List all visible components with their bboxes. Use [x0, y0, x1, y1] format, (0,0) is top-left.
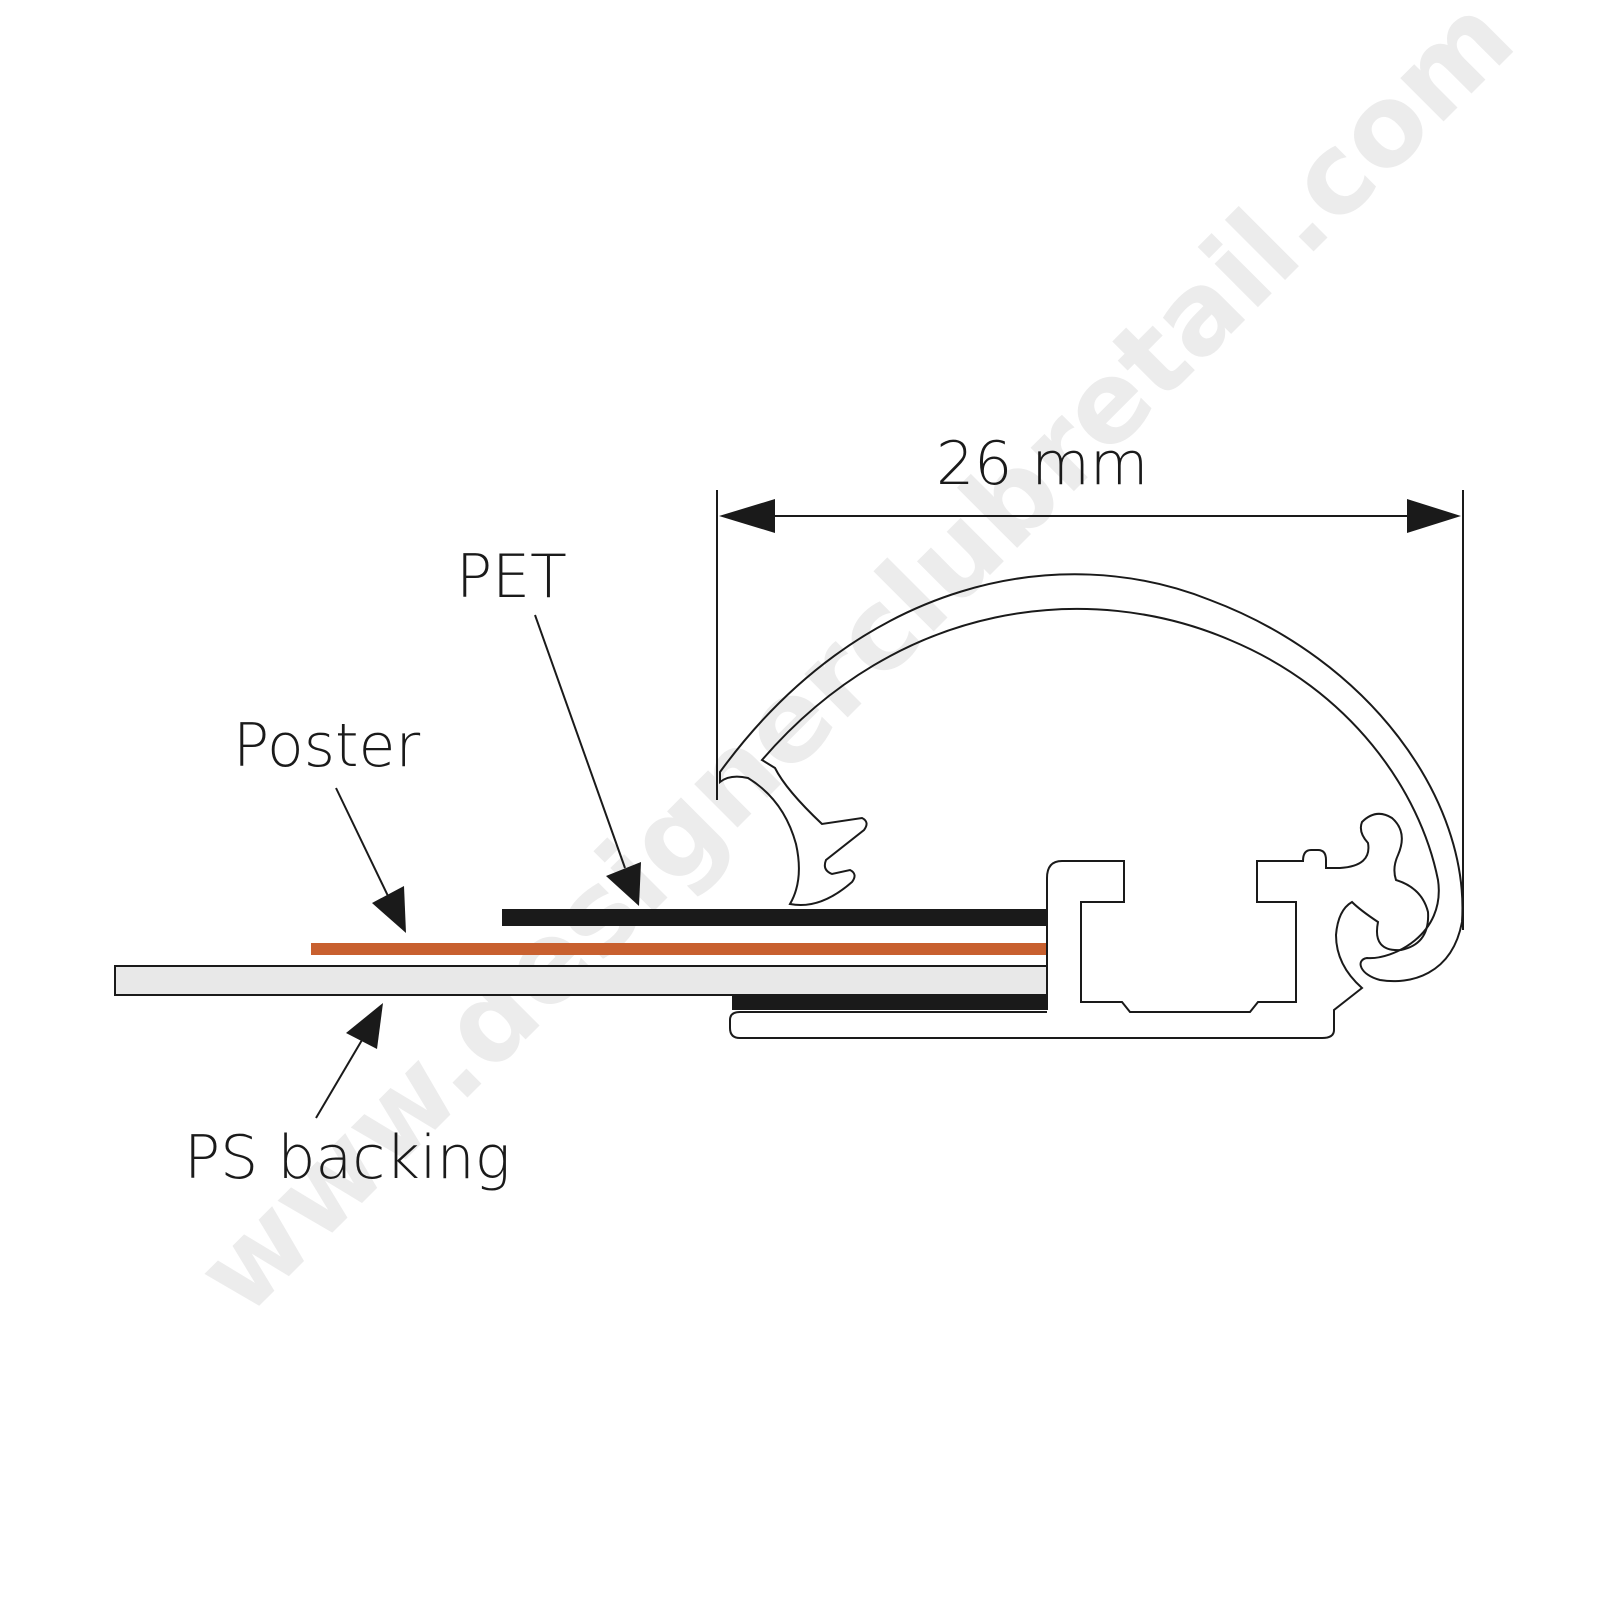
- poster-leader: [335, 787, 406, 933]
- dimension-indicator: [716, 490, 1464, 930]
- ps-backing-label: PS backing: [184, 1123, 511, 1193]
- ps-backing-board: [114, 965, 1048, 996]
- pet-label: PET: [456, 542, 567, 612]
- dimension-arrow-right: [1407, 499, 1461, 533]
- ps-backing-leader: [315, 1003, 383, 1119]
- dimension-label: 26 mm: [936, 429, 1148, 499]
- pet-leader: [534, 614, 641, 906]
- aluminium-base-profile: [729, 812, 1430, 1039]
- pet-layer: [502, 909, 1047, 926]
- poster-layer: [311, 943, 1047, 955]
- poster-label: Poster: [233, 711, 420, 781]
- dimension-arrow-left: [719, 499, 775, 533]
- snap-cover-arc: [719, 573, 1464, 983]
- base-gasket-strip: [732, 995, 1047, 1010]
